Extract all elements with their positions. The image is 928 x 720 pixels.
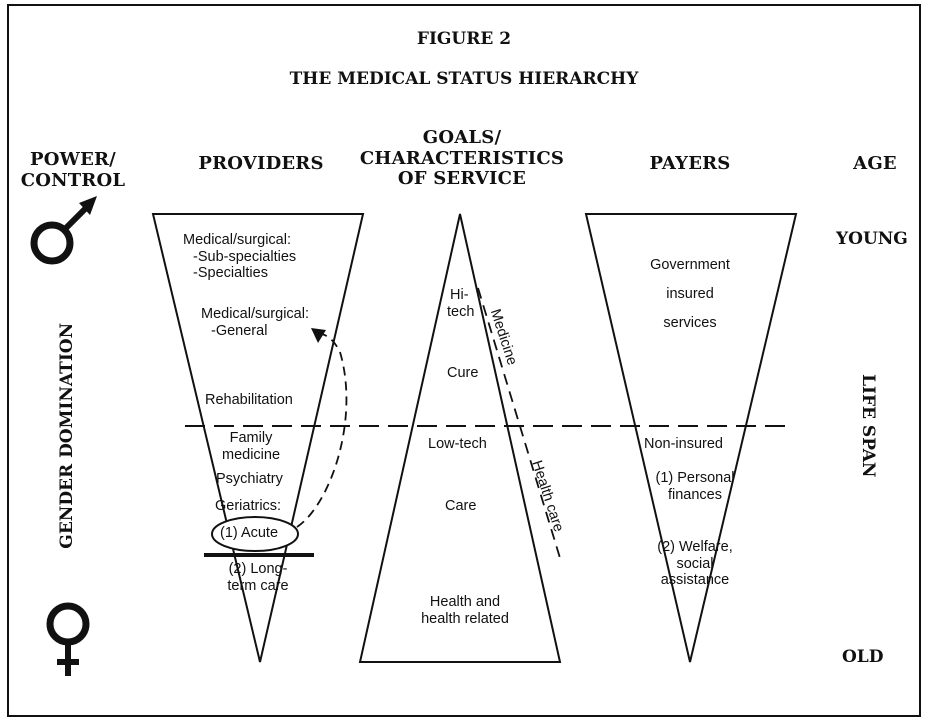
age-old-label: OLD bbox=[842, 647, 884, 667]
hitech-line-2: tech bbox=[447, 303, 475, 320]
payers-header: PAYERS bbox=[649, 153, 731, 174]
long-term-care-label: (2) Long- term care bbox=[208, 561, 308, 594]
acute-ellipse bbox=[211, 516, 299, 552]
health-related-label: Health and health related bbox=[410, 594, 520, 627]
goals-triangle bbox=[358, 213, 562, 663]
power-control-header: POWER/ CONTROL bbox=[10, 149, 136, 191]
gov-line-2: insured bbox=[666, 286, 714, 302]
welfare-line-2: social bbox=[676, 555, 714, 572]
specialist-line-1: Medical/surgical: bbox=[183, 232, 291, 248]
goals-header-line-3: OF SERVICE bbox=[397, 168, 527, 190]
personal-line-1: (1) Personal bbox=[655, 470, 735, 486]
longterm-line-2: term care bbox=[227, 577, 289, 594]
goals-header: GOALS/ CHARACTERISTICS OF SERVICE bbox=[352, 127, 572, 190]
providers-header: PROVIDERS bbox=[198, 153, 324, 174]
life-span-label: LIFE SPAN bbox=[857, 374, 878, 478]
age-young-label: YOUNG bbox=[836, 229, 908, 249]
hitech-label: Hi- tech bbox=[447, 287, 474, 320]
arrow-head bbox=[311, 328, 326, 343]
personal-line-2: finances bbox=[667, 486, 722, 503]
welfare-line-3: assistance bbox=[660, 572, 730, 589]
specialist-line-3: -Specialties bbox=[193, 265, 268, 282]
providers-triangle bbox=[151, 213, 365, 663]
personal-finances-label: (1) Personal finances bbox=[645, 470, 745, 503]
female-symbol-icon bbox=[46, 602, 90, 676]
medicine-healthcare-divider bbox=[477, 287, 561, 559]
psychiatry-label: Psychiatry bbox=[216, 471, 283, 487]
gov-line-3: services bbox=[663, 315, 717, 331]
health-line-1: Health and bbox=[429, 594, 501, 610]
family-line-1: Family bbox=[229, 430, 273, 446]
male-symbol-icon bbox=[30, 196, 97, 265]
payers-triangle bbox=[584, 213, 798, 663]
providers-general-block: Medical/surgical: -General bbox=[201, 306, 309, 339]
general-line-2: -General bbox=[211, 322, 268, 339]
goals-header-line-1: GOALS/ bbox=[422, 127, 502, 148]
providers-specialist-block: Medical/surgical: -Sub-specialties -Spec… bbox=[183, 232, 296, 282]
geriatrics-label: Geriatrics: bbox=[215, 498, 282, 514]
acute-care-label: (1) Acute bbox=[220, 525, 279, 541]
longterm-line-1: (2) Long- bbox=[228, 561, 288, 577]
age-header: AGE bbox=[853, 153, 897, 174]
hitech-line-1: Hi- bbox=[450, 287, 469, 303]
gov-line-1: Government bbox=[650, 257, 730, 273]
figure-frame bbox=[7, 4, 921, 717]
welfare-line-1: (2) Welfare, bbox=[657, 539, 733, 555]
power-header-line-2: CONTROL bbox=[20, 169, 126, 191]
power-header-line-1: POWER/ bbox=[30, 149, 116, 170]
care-label: Care bbox=[445, 498, 477, 514]
acute-to-general-arrow bbox=[296, 333, 348, 528]
health-line-2: health related bbox=[421, 610, 509, 627]
general-line-1: Medical/surgical: bbox=[201, 306, 309, 322]
government-insured-label: Government insured services bbox=[630, 251, 750, 338]
welfare-label: (2) Welfare, social assistance bbox=[645, 539, 745, 589]
family-line-2: medicine bbox=[221, 446, 281, 463]
cure-label: Cure bbox=[447, 365, 479, 381]
figure-title: THE MEDICAL STATUS HIERARCHY bbox=[289, 69, 639, 89]
rehabilitation-label: Rehabilitation bbox=[205, 392, 293, 408]
family-medicine-label: Family medicine bbox=[205, 430, 297, 463]
figure-label: FIGURE 2 bbox=[416, 29, 512, 49]
lowtech-label: Low-tech bbox=[428, 436, 487, 452]
specialist-line-2: -Sub-specialties bbox=[193, 248, 297, 265]
non-insured-label: Non-insured bbox=[644, 436, 723, 452]
goals-header-line-2: CHARACTERISTICS bbox=[359, 147, 565, 169]
gender-domination-label: GENDER DOMINATION bbox=[57, 322, 78, 549]
